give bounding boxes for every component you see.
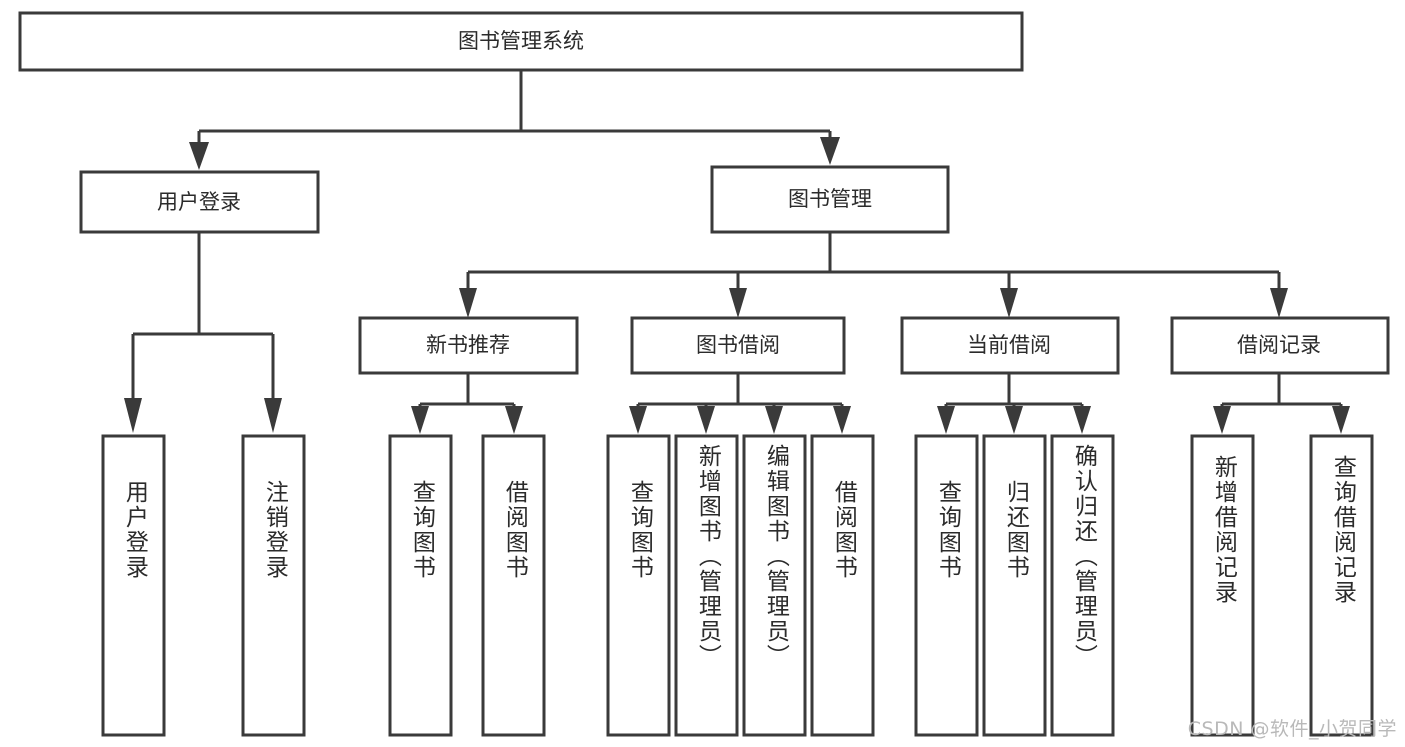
leaf-box-logout[interactable] [241,434,306,737]
leaf-box-bb-add-book[interactable] [674,434,739,737]
node-book-manage-box[interactable] [710,165,950,234]
node-new-book-recommend-label: 新书推荐 [426,333,510,357]
leaf-box-br-add-record[interactable] [1190,434,1255,737]
arrow-head-bb-leaf-4 [833,406,851,434]
node-root-label: 图书管理系统 [458,29,584,53]
leaf-box-br-query-record[interactable] [1309,434,1374,737]
node-book-manage-label: 图书管理 [788,187,872,211]
leaf-box-cb-query-book[interactable] [914,434,979,737]
arrow-head-br-leaf-1 [1213,406,1231,434]
arrow-head-bb-leaf-1 [629,406,647,434]
watermark-text: CSDN @软件_小贺同学 [1187,718,1397,740]
node-current-borrow-box[interactable] [900,316,1120,375]
leaf-box-bb-edit-book[interactable] [742,434,807,737]
node-borrow-record-box[interactable] [1170,316,1390,375]
arrow-head-new-book [459,288,477,318]
leaf-box-cb-confirm-return[interactable] [1050,434,1115,737]
arrow-head-borrow-record [1270,288,1288,318]
node-user-login-box[interactable] [79,170,320,234]
node-user-login-label: 用户登录 [157,190,241,214]
leaf-box-bb-query-book[interactable] [606,434,671,737]
node-new-book-recommend-box[interactable] [358,316,579,375]
arrow-head-br-leaf-2 [1332,406,1350,434]
arrow-head-current-borrow [1000,288,1018,318]
arrow-head-user-login [189,142,209,170]
node-root-box[interactable] [18,11,1024,72]
arrow-head-cb-leaf-1 [937,406,955,434]
arrow-head-cb-leaf-3 [1073,406,1091,434]
node-layer: 图书管理系统 用户登录 图书管理 新书推荐 图书借阅 当前借阅 借阅记录 [18,11,1390,737]
node-borrow-record-label: 借阅记录 [1237,333,1321,357]
arrow-head-book-borrow [729,288,747,318]
node-current-borrow-label: 当前借阅 [967,333,1051,357]
arrow-head-nb-leaf-2 [505,406,523,434]
arrow-head-bb-leaf-3 [765,406,783,434]
arrow-head-leaf-logout [264,398,282,433]
leaf-box-cb-return-book[interactable] [982,434,1047,737]
leaf-box-bb-borrow-book[interactable] [810,434,875,737]
leaf-box-nb-query-book[interactable] [388,434,453,737]
arrow-head-bb-leaf-2 [697,406,715,434]
arrow-head-cb-leaf-2 [1005,406,1023,434]
leaf-box-nb-borrow-book[interactable] [481,434,546,737]
connector-layer [124,70,1350,434]
node-book-borrow-label: 图书借阅 [696,333,780,357]
arrow-head-book-manage [820,137,840,165]
node-book-borrow-box[interactable] [630,316,846,375]
arrow-head-leaf-user-login [124,398,142,433]
leaf-box-user-login[interactable] [101,434,166,737]
arrow-head-nb-leaf-1 [411,406,429,434]
